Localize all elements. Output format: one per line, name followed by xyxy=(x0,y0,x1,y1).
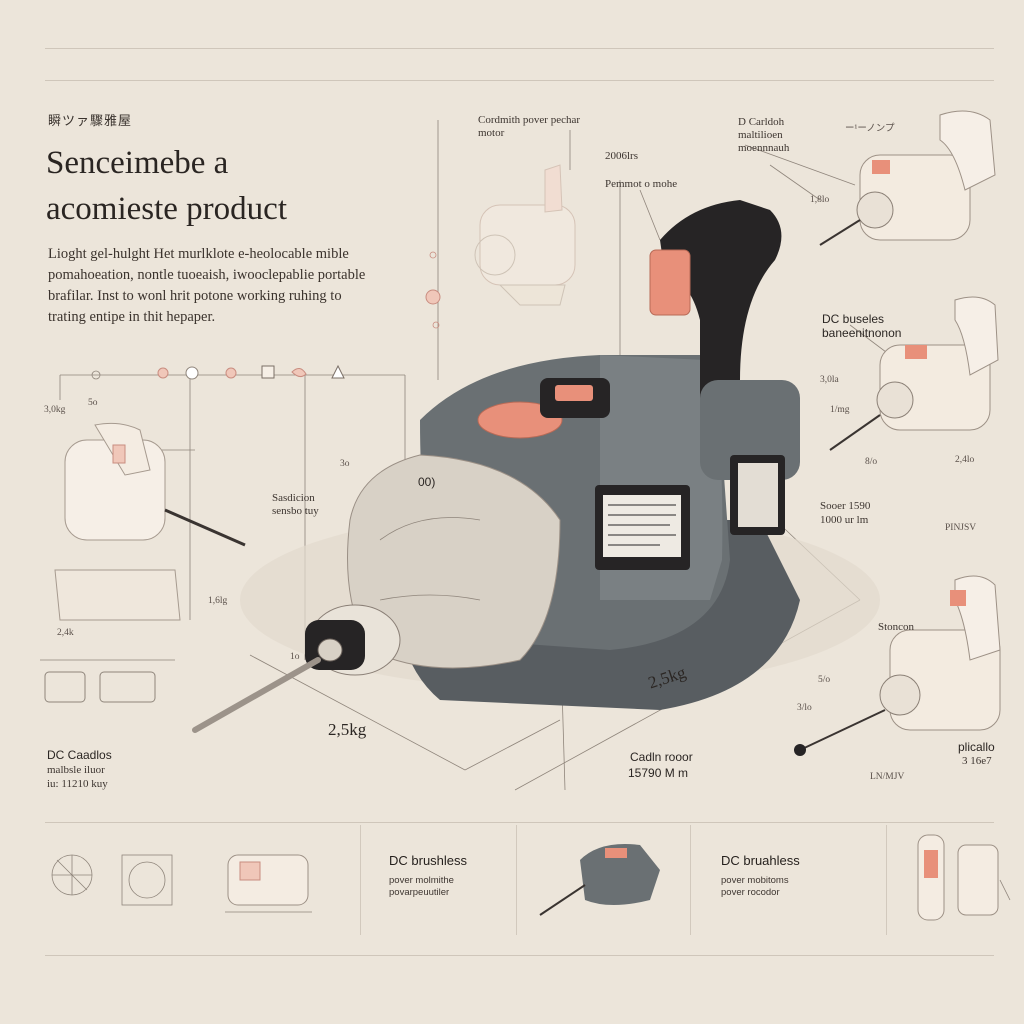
dimension-1: 5o xyxy=(88,398,98,408)
callout-top-center-title: Cordmith pover pechar motor xyxy=(478,114,581,139)
main-drill xyxy=(192,200,880,733)
top-rule-2 xyxy=(45,80,994,81)
bottom-rule-2 xyxy=(45,955,994,956)
bottom-card-1: DC brushless pover molmithe povarpeuutil… xyxy=(360,825,517,935)
right-tool-1 xyxy=(819,110,996,246)
dimension-9: 2,4lo xyxy=(955,455,975,465)
top-rule xyxy=(45,48,994,49)
callout-bottom-right-sub: LN/MJV xyxy=(870,772,905,782)
callout-left-center-title: Sasdicion sensbo tuy xyxy=(272,492,319,517)
callout-bottom-left-sub1: malbsle iluor xyxy=(47,764,105,776)
headline-line-2: acomieste product xyxy=(46,191,287,227)
bottom-card-1-title: DC brushless xyxy=(389,853,468,868)
left-sketch-tool xyxy=(44,422,246,703)
dimension-12: 8/o xyxy=(865,457,878,467)
description-paragraph: Lioght gel-hulght Het murlklote e-heoloc… xyxy=(48,246,366,325)
dimension-11: 5/o xyxy=(818,675,831,685)
bottom-card-1-sub2: povarpeuutiler xyxy=(389,887,450,898)
callout-bottom-center-value: 15790 M m xyxy=(628,766,689,780)
bottom-rule xyxy=(45,822,994,823)
callout-bottom-right-value: 3 16e7 xyxy=(962,755,992,767)
headline-line-1: Senceimebe a xyxy=(46,145,229,181)
callout-right-lower-tag: PINJSV xyxy=(945,523,977,533)
bottom-card-2-sub1: pover mobitoms xyxy=(721,875,789,886)
bottom-card-2: DC bruahless pover mobitoms pover rocodo… xyxy=(690,825,887,935)
right-tool-2 xyxy=(829,296,999,451)
right-sketch-tools xyxy=(794,110,1001,756)
dimension-7: 3,0la xyxy=(820,375,839,385)
dimension-left-weight: 2,5kg xyxy=(328,720,367,739)
dimension-6: 2,4k xyxy=(57,628,74,638)
dimension-5: 1,6lg xyxy=(208,596,228,606)
callout-top-right-code: ー¹ーノンプ xyxy=(845,124,895,134)
dimension-hood: 00) xyxy=(418,475,436,489)
sketch-tool-top xyxy=(474,164,576,306)
callout-bottom-center-title: Cadln rooor xyxy=(630,750,693,764)
callout-right-speed-value: 1000 ur lm xyxy=(820,514,869,526)
bottom-card-1-sub1: pover molmithe xyxy=(389,875,454,886)
callout-right-speed-title: Sooer 1590 xyxy=(820,500,871,512)
dimension-3: 1o xyxy=(290,652,300,662)
callout-bottom-left-title: DC Caadlos xyxy=(47,748,112,762)
bottom-card-2-sub2: pover rocodor xyxy=(721,887,780,898)
icon-row xyxy=(91,364,345,380)
kicker: 瞬ツァ驟雅屋 xyxy=(48,113,133,128)
dimension-2: 3o xyxy=(340,459,350,469)
headline: Senceimebe a acomieste product xyxy=(46,140,287,232)
callout-top-center-sub: Pemmot o mohe xyxy=(605,178,678,190)
callout-bottom-right-title: plicallo xyxy=(958,740,995,754)
bottom-illustrations xyxy=(51,834,1011,921)
bottom-card-2-title: DC bruahless xyxy=(721,853,800,868)
dimension-13: 3/lo xyxy=(797,703,812,713)
dimension-10: 1,8lo xyxy=(810,195,830,205)
callout-right-mid-title: DC buseles baneenitnonon xyxy=(822,312,902,340)
callout-right-lower-title: Stoncon xyxy=(878,621,915,633)
dimension-8: 1/mg xyxy=(830,405,850,415)
right-tool-3 xyxy=(794,575,1001,756)
dimension-4: 3,0kg xyxy=(44,405,66,415)
callout-top-right-title: D Carldoh maltilioen moennnauh xyxy=(738,116,790,154)
callout-bottom-left-sub2: iu: 11210 kuy xyxy=(47,778,108,790)
callout-top-center-weight: 2006lrs xyxy=(605,150,638,162)
